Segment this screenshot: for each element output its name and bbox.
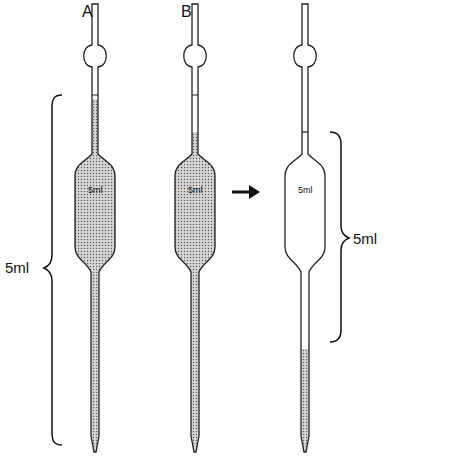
bulb-marking: 5ml <box>88 186 103 195</box>
transition-arrow <box>232 185 260 199</box>
pipette <box>285 4 325 452</box>
volume-label: 5ml <box>5 260 29 275</box>
bracket <box>330 132 349 342</box>
pipette <box>75 4 115 452</box>
figure-letter: A <box>82 4 93 20</box>
volume-label: 5ml <box>353 231 377 246</box>
figure-letter: B <box>181 4 192 20</box>
bulb-marking: 5ml <box>298 186 313 195</box>
pipette <box>175 4 215 452</box>
bracket <box>44 95 62 445</box>
bulb-marking: 5ml <box>188 186 203 195</box>
